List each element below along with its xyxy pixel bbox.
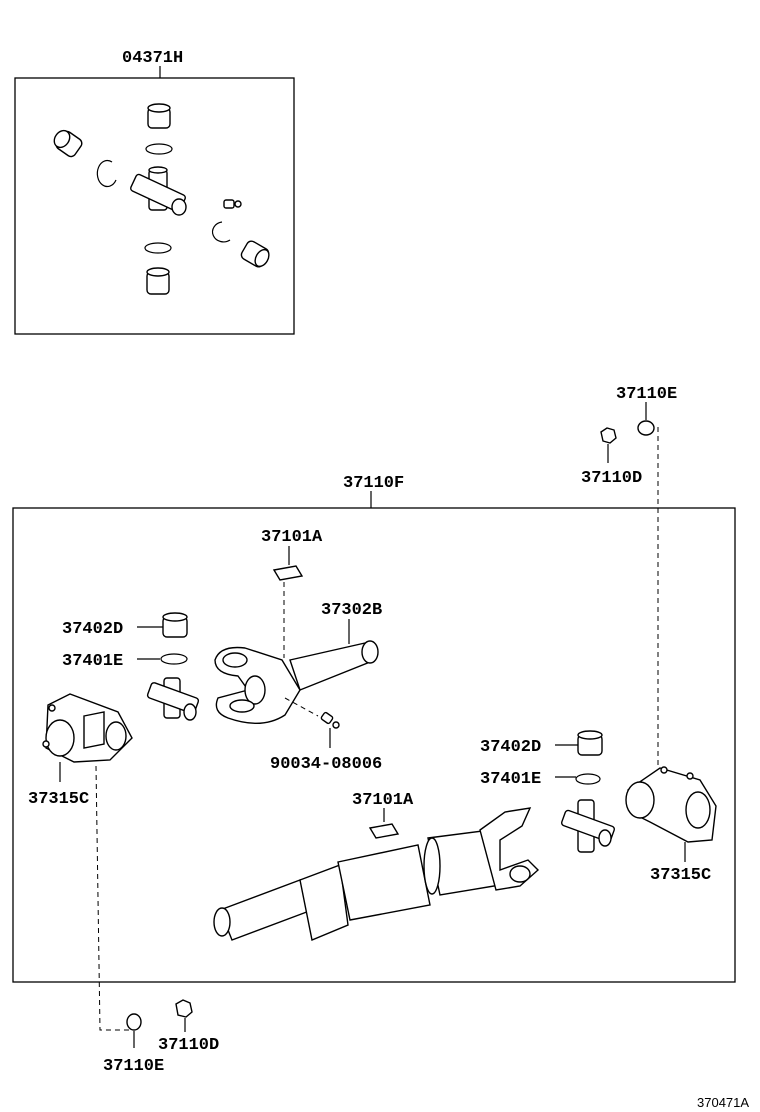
label-37401E-left[interactable]: 37401E xyxy=(62,652,123,671)
label-37302B[interactable]: 37302B xyxy=(321,601,382,620)
grease-fitting-icon xyxy=(223,199,242,209)
nut-37110D-top-icon xyxy=(600,427,617,444)
bearing-cup-left-icon xyxy=(53,129,83,158)
label-37401E-right[interactable]: 37401E xyxy=(480,770,541,789)
snap-ring-left-icon xyxy=(96,159,117,188)
weight-37101A-top-icon xyxy=(272,565,304,581)
label-37101A-top[interactable]: 37101A xyxy=(261,528,323,547)
snap-ring-37401E-left-icon xyxy=(160,653,188,665)
snap-ring-bottom-icon xyxy=(144,242,172,254)
label-04371H[interactable]: 04371H xyxy=(122,49,183,68)
label-37402D-right[interactable]: 37402D xyxy=(480,738,541,757)
label-37315C-right[interactable]: 37315C xyxy=(650,866,711,885)
flange-yoke-37315C-left-icon xyxy=(42,693,133,763)
diagram-id: 370471A xyxy=(697,1095,749,1110)
spider-cross-icon xyxy=(130,166,187,216)
label-37315C-left[interactable]: 37315C xyxy=(28,790,89,809)
washer-37110E-bottom-icon xyxy=(126,1013,142,1031)
top-nuts-group: 37110E 37110D xyxy=(581,385,677,790)
assembly-box xyxy=(12,507,736,983)
propeller-shaft-icon xyxy=(213,807,540,941)
grease-fitting-90034-icon xyxy=(320,711,340,729)
bearing-cup-37402D-left-icon xyxy=(162,612,188,638)
label-37110E-bottom[interactable]: 37110E xyxy=(103,1057,164,1076)
snap-ring-top-icon xyxy=(145,143,173,155)
label-37101A-bottom[interactable]: 37101A xyxy=(352,791,414,810)
washer-37110E-top-icon xyxy=(637,420,655,436)
bearing-cup-37402D-right-icon xyxy=(577,730,603,756)
flange-yoke-37315C-right-icon xyxy=(625,766,717,843)
spider-right-icon xyxy=(560,799,616,853)
label-37110D-bottom[interactable]: 37110D xyxy=(158,1036,219,1055)
snap-ring-right-icon xyxy=(211,221,231,243)
bearing-cup-right-icon xyxy=(240,240,270,268)
weight-37101A-bottom-icon xyxy=(368,823,400,839)
slip-yoke-37302B-icon xyxy=(214,640,379,724)
nut-37110D-bottom-icon xyxy=(175,999,193,1018)
snap-ring-37401E-right-icon xyxy=(575,773,601,785)
label-37110E-top[interactable]: 37110E xyxy=(616,385,677,404)
label-37110D-top[interactable]: 37110D xyxy=(581,469,642,488)
label-37110F[interactable]: 37110F xyxy=(343,474,404,493)
spider-left-icon xyxy=(146,677,200,721)
label-37402D-left[interactable]: 37402D xyxy=(62,620,123,639)
bearing-cup-top-icon xyxy=(147,103,171,129)
kit-box xyxy=(14,77,295,335)
label-90034-08006[interactable]: 90034-08006 xyxy=(270,755,382,774)
kit-04371H-group: 04371H xyxy=(14,49,295,335)
bottom-nuts-group: 37110E 37110D xyxy=(103,999,219,1076)
bearing-cup-bottom-icon xyxy=(146,267,170,295)
